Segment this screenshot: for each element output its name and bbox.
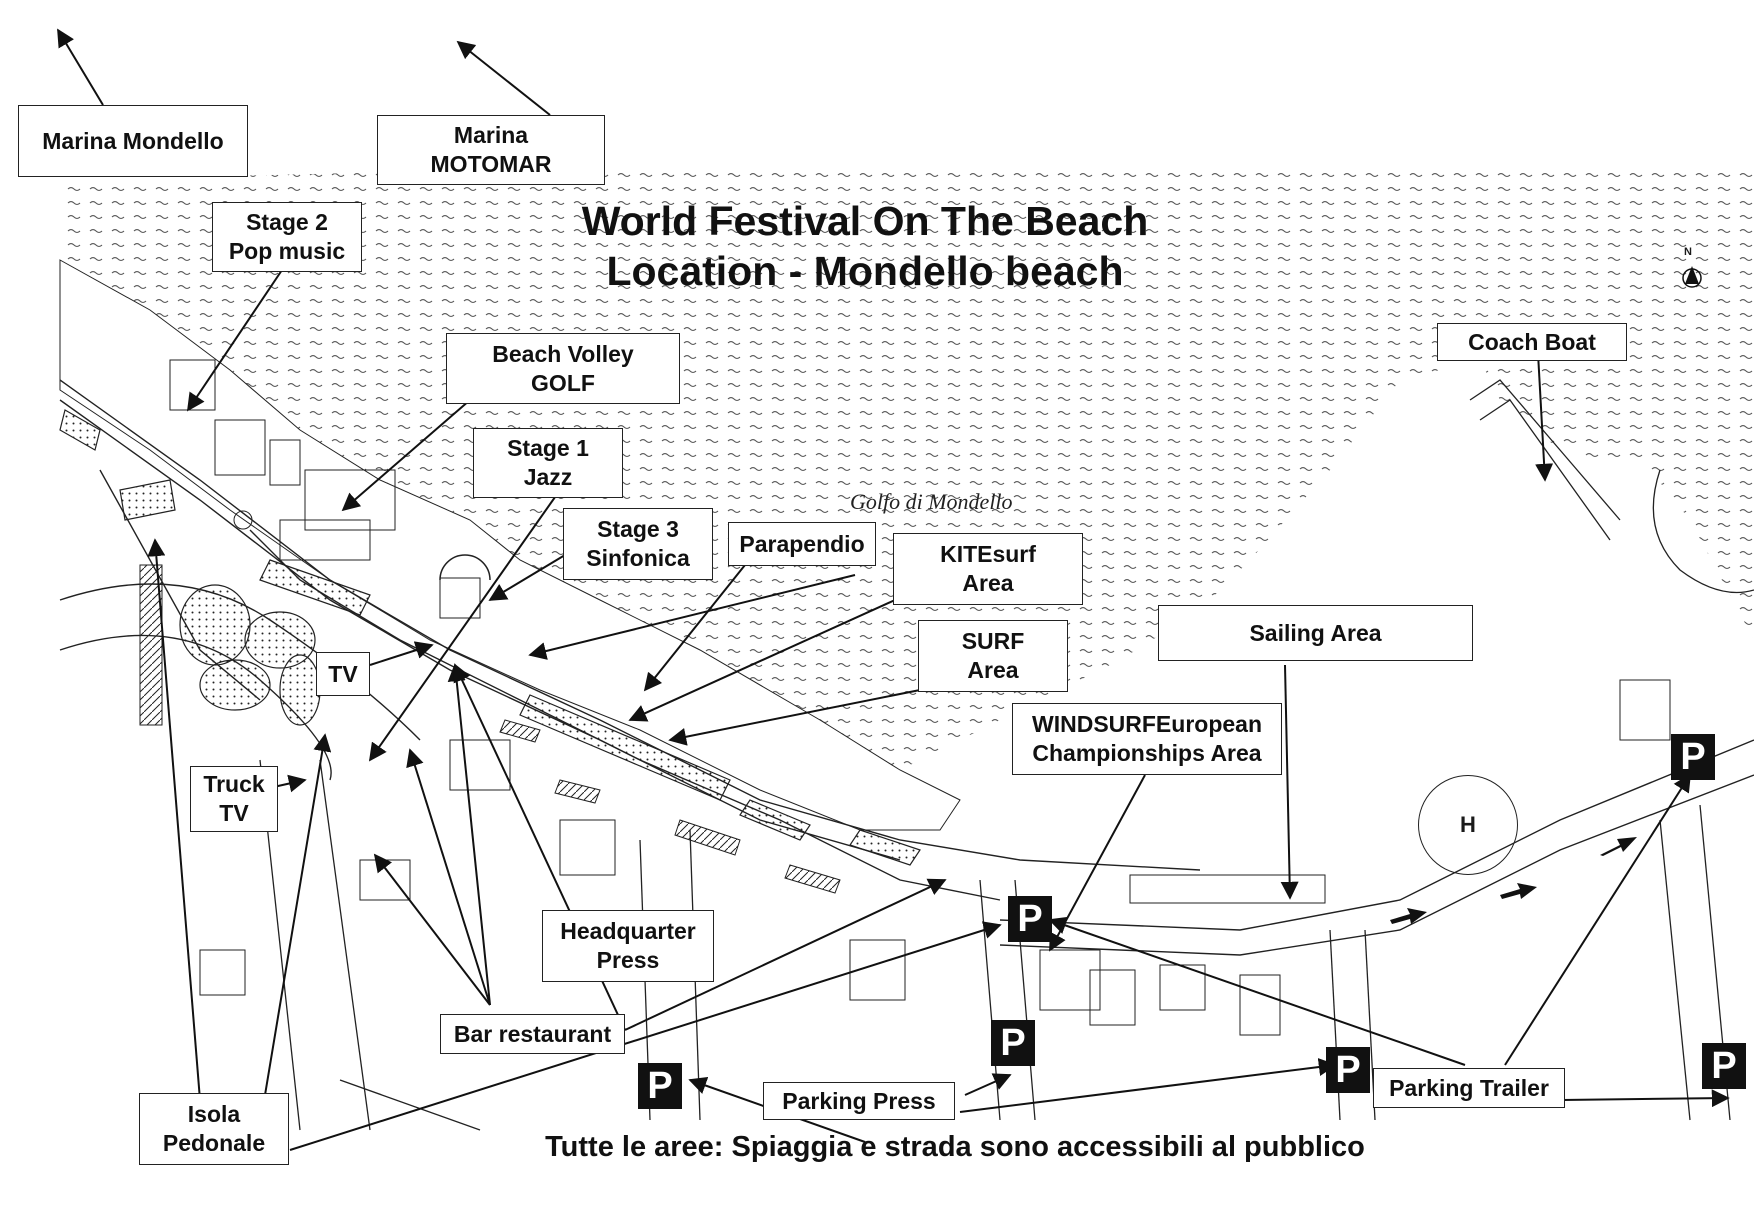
- accessibility-note: Tutte le aree: Spiaggia e strada sono ac…: [545, 1131, 1365, 1163]
- label-headquarter-press[interactable]: Headquarter Press: [542, 910, 714, 982]
- gulf-label: Golfo di Mondello: [850, 489, 1013, 514]
- label-windsurf-area[interactable]: WINDSURFEuropean Championships Area: [1012, 703, 1282, 775]
- parking-icon[interactable]: P: [638, 1063, 682, 1109]
- label-marina-motomar[interactable]: Marina MOTOMAR: [377, 115, 605, 185]
- label-kitesurf[interactable]: KITEsurf Area: [893, 533, 1083, 605]
- sea-area: [60, 165, 1754, 770]
- label-beach-volley[interactable]: Beach Volley GOLF: [446, 333, 680, 404]
- garden-areas: [59, 409, 921, 866]
- parking-icon[interactable]: P: [1326, 1047, 1370, 1093]
- main-road: [999, 739, 1754, 956]
- label-stage-1[interactable]: Stage 1 Jazz: [473, 428, 623, 498]
- parking-icon[interactable]: P: [991, 1020, 1035, 1066]
- label-stage-2[interactable]: Stage 2 Pop music: [212, 202, 362, 272]
- heliport-marker[interactable]: H: [1418, 775, 1518, 875]
- label-isola-pedonale[interactable]: Isola Pedonale: [139, 1093, 289, 1165]
- label-truck-tv[interactable]: Truck TV: [190, 766, 278, 832]
- label-parapendio[interactable]: Parapendio: [728, 522, 876, 566]
- north-label: N: [1684, 246, 1692, 258]
- label-stage-3[interactable]: Stage 3 Sinfonica: [563, 508, 713, 580]
- map-title: World Festival On The Beach Location - M…: [581, 198, 1149, 294]
- label-marina-mondello[interactable]: Marina Mondello: [18, 105, 248, 177]
- label-coach-boat[interactable]: Coach Boat: [1437, 323, 1627, 361]
- label-sailing-area[interactable]: Sailing Area: [1158, 605, 1473, 661]
- parking-icon[interactable]: P: [1008, 896, 1052, 942]
- label-surf-area[interactable]: SURF Area: [918, 620, 1068, 692]
- parking-icon[interactable]: P: [1671, 734, 1715, 780]
- label-parking-press[interactable]: Parking Press: [763, 1082, 955, 1120]
- parking-icon[interactable]: P: [1702, 1043, 1746, 1089]
- heliport-letter: H: [1460, 812, 1476, 837]
- label-tv[interactable]: TV: [316, 652, 370, 696]
- label-bar-restaurant[interactable]: Bar restaurant: [440, 1014, 625, 1054]
- label-parking-trailer[interactable]: Parking Trailer: [1373, 1068, 1565, 1108]
